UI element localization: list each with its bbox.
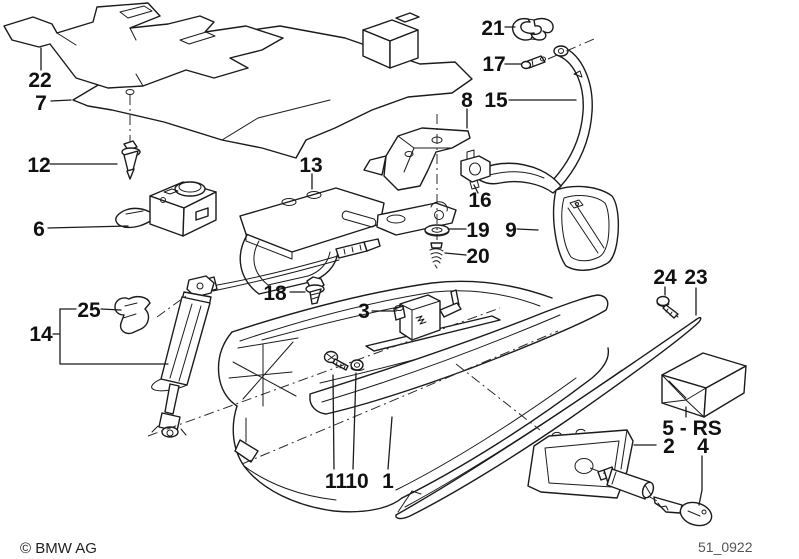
- callout-4[interactable]: 4: [697, 435, 709, 458]
- clip-25-drawing: [114, 295, 151, 335]
- callout-1[interactable]: 1: [382, 470, 394, 493]
- assembly-axis-lines: [129, 38, 658, 502]
- screw-18-drawing: [305, 276, 325, 305]
- copyright-text: © BMW AG: [20, 540, 97, 557]
- drawing-number: 51_0922: [698, 539, 753, 555]
- screw-20-drawing: [429, 242, 444, 269]
- callout-25[interactable]: 25: [77, 299, 101, 322]
- strap-15-drawing: [552, 45, 593, 188]
- callout-15[interactable]: 15: [484, 89, 508, 112]
- side-trim-9-drawing: [552, 185, 620, 271]
- sleeve-10-drawing: [350, 359, 365, 371]
- clip-21-drawing: [511, 17, 554, 41]
- repair-kit-box-5-drawing: [661, 352, 747, 418]
- callout-6[interactable]: 6: [33, 218, 45, 241]
- expanding-rivet-12-drawing: [121, 140, 141, 180]
- insulation-mat-22-drawing: [3, 2, 284, 89]
- pin-17-drawing: [520, 55, 546, 70]
- mounting-plate-drawing: [376, 201, 457, 236]
- callout-9[interactable]: 9: [505, 219, 517, 242]
- screw-24-drawing: [656, 295, 679, 319]
- callout-13[interactable]: 13: [299, 154, 322, 177]
- callout-24[interactable]: 24: [653, 266, 677, 289]
- callout-19[interactable]: 19: [466, 219, 489, 242]
- callout-16[interactable]: 16: [468, 189, 491, 212]
- panel-box-protrusion-drawing: [362, 12, 420, 69]
- callout-23[interactable]: 23: [684, 266, 707, 289]
- callout-18[interactable]: 18: [263, 282, 287, 305]
- callout-12[interactable]: 12: [27, 154, 50, 177]
- callout-22[interactable]: 22: [28, 69, 51, 92]
- control-module-6-drawing: [115, 181, 217, 237]
- callout-labels: 22 7 12 6 13 8 15 16 19 9 20 21 17 18 25…: [27, 17, 721, 493]
- callout-20[interactable]: 20: [466, 245, 489, 268]
- lock-catch-3-drawing: [365, 289, 501, 352]
- bracket-8-drawing: [363, 127, 471, 191]
- leader-lines: [40, 26, 703, 506]
- screw-11-drawing: [323, 350, 349, 371]
- trim-strip-23-drawing: [395, 316, 702, 520]
- callout-10[interactable]: 10: [345, 470, 368, 493]
- callout-7[interactable]: 7: [35, 92, 47, 115]
- callout-14[interactable]: 14: [29, 323, 53, 346]
- clamp-16-drawing: [460, 149, 491, 190]
- callout-21[interactable]: 21: [481, 17, 505, 40]
- glovebox-body-1-drawing: [217, 280, 610, 513]
- callout-3[interactable]: 3: [358, 300, 370, 323]
- callout-8[interactable]: 8: [461, 89, 473, 112]
- callout-5-rs[interactable]: 5 - RS: [662, 417, 722, 440]
- callout-17[interactable]: 17: [482, 53, 505, 76]
- gas-strut-14-drawing: [151, 275, 215, 438]
- callout-2[interactable]: 2: [663, 435, 675, 458]
- callout-11[interactable]: 11: [325, 470, 348, 493]
- lock-cylinder-key-4-drawing: [597, 466, 713, 527]
